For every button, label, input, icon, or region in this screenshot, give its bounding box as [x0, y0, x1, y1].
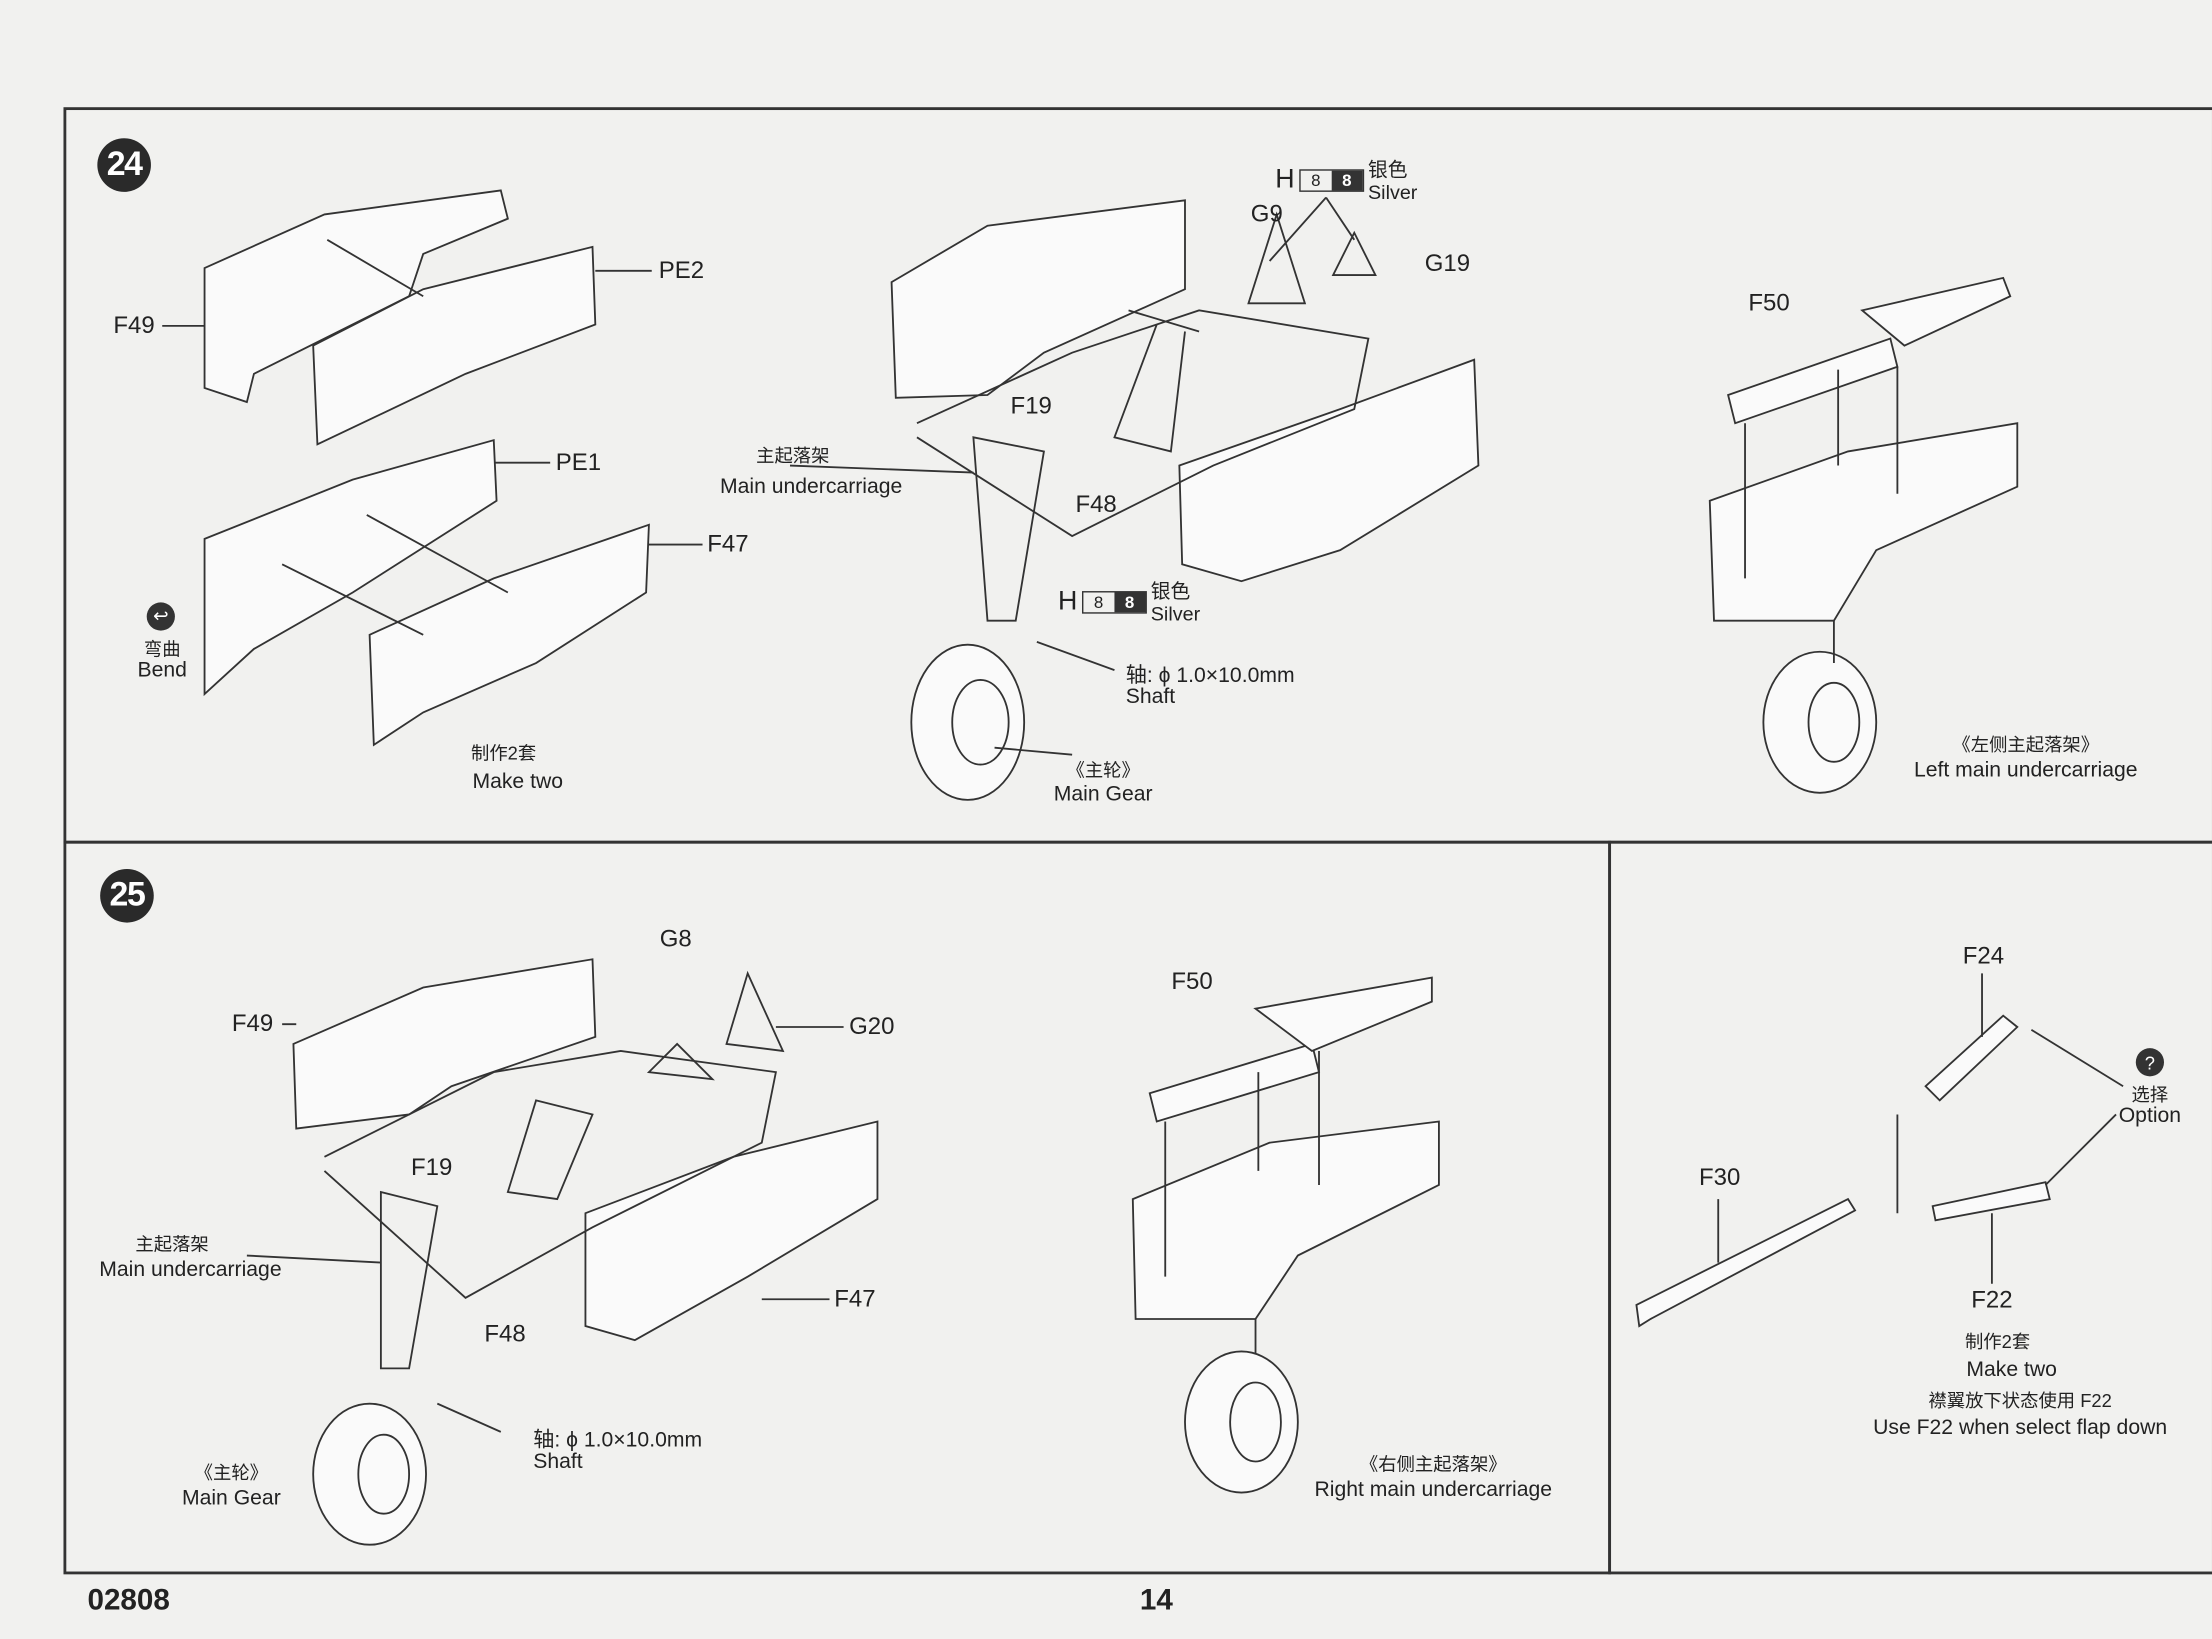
part-label-f47: F47: [707, 530, 749, 558]
paint-name-en: Silver: [1150, 602, 1201, 625]
part-label-f49: F49: [113, 311, 155, 339]
paint-name-cn: 银色: [1368, 157, 1408, 181]
shaft-label: Shaft: [533, 1449, 583, 1474]
part-label-g9: G9: [1250, 200, 1283, 228]
part-label-f49: F49: [231, 1010, 274, 1037]
part-label-f50: F50: [1748, 289, 1790, 316]
part-label-f47: F47: [834, 1285, 876, 1312]
flap-note: Use F22 when select flap down: [1873, 1415, 2168, 1440]
part-label-g8: G8: [659, 925, 692, 953]
option-question-icon: ?: [2135, 1048, 2165, 1077]
shaft-spec: 轴: ϕ 1.0×10.0mm: [533, 1428, 703, 1453]
main-gear-cn: 《主轮》: [194, 1462, 269, 1484]
main-gear-cn: 《主轮》: [1066, 759, 1140, 781]
bend-icon: ↩: [146, 602, 175, 631]
part-label-f22: F22: [1971, 1286, 2013, 1314]
part-label-g19: G19: [1424, 249, 1471, 277]
right-uc-label: Right main undercarriage: [1314, 1477, 1553, 1502]
paint-name-en: Silver: [1368, 180, 1418, 204]
option-cn: 选择: [2131, 1084, 2169, 1106]
part-label-f24: F24: [1962, 942, 2005, 970]
part-label-f50: F50: [1171, 967, 1213, 995]
right-uc-cn: 《右侧主起落架》: [1359, 1453, 1507, 1475]
part-label-f48: F48: [1075, 490, 1117, 518]
make-two-label: Make two: [472, 769, 564, 794]
left-uc-cn: 《左侧主起落架》: [1952, 734, 2100, 756]
part-label-f19: F19: [1010, 392, 1052, 419]
paint-code-b: 8: [1114, 592, 1146, 613]
shaft-spec: 轴: ϕ 1.0×10.0mm: [1125, 663, 1295, 688]
undercarriage-label: Main undercarriage: [99, 1257, 282, 1282]
paint-brand: H: [1058, 586, 1078, 617]
part-label-pe1: PE1: [555, 448, 602, 476]
paint-code-b: 8: [1331, 170, 1363, 191]
make-two-label: Make two: [1966, 1357, 2057, 1382]
part-label-g20: G20: [849, 1012, 895, 1040]
step-number-25: 25: [100, 868, 154, 923]
page-number: 14: [1139, 1584, 1173, 1617]
undercarriage-label: Main undercarriage: [719, 474, 903, 499]
make-two-cn: 制作2套: [1964, 1330, 2031, 1353]
paint-code-a: 8: [1093, 592, 1104, 613]
flap-note-cn: 襟翼放下状态使用 F22: [1928, 1390, 2112, 1412]
kit-code: 02808: [87, 1584, 170, 1617]
part-label-pe2: PE2: [658, 256, 705, 284]
step-number-24: 24: [97, 138, 151, 192]
part-label-f48: F48: [484, 1320, 526, 1348]
undercarriage-cn: 主起落架: [135, 1233, 209, 1255]
part-label-f19: F19: [411, 1153, 453, 1181]
main-gear-label: Main Gear: [1053, 782, 1153, 807]
option-label: Option: [2118, 1103, 2182, 1128]
undercarriage-cn: 主起落架: [756, 445, 830, 467]
main-gear-label: Main Gear: [181, 1486, 281, 1511]
bend-label-cn: 弯曲: [143, 638, 181, 660]
part-label-f30: F30: [1698, 1163, 1741, 1191]
shaft-label: Shaft: [1125, 684, 1176, 709]
paint-name-cn: 银色: [1150, 579, 1191, 603]
left-uc-label: Left main undercarriage: [1914, 758, 2138, 783]
bend-label: Bend: [137, 658, 187, 683]
make-two-cn: 制作2套: [471, 742, 537, 764]
paint-brand: H: [1275, 165, 1295, 195]
paint-code-a: 8: [1311, 170, 1321, 191]
